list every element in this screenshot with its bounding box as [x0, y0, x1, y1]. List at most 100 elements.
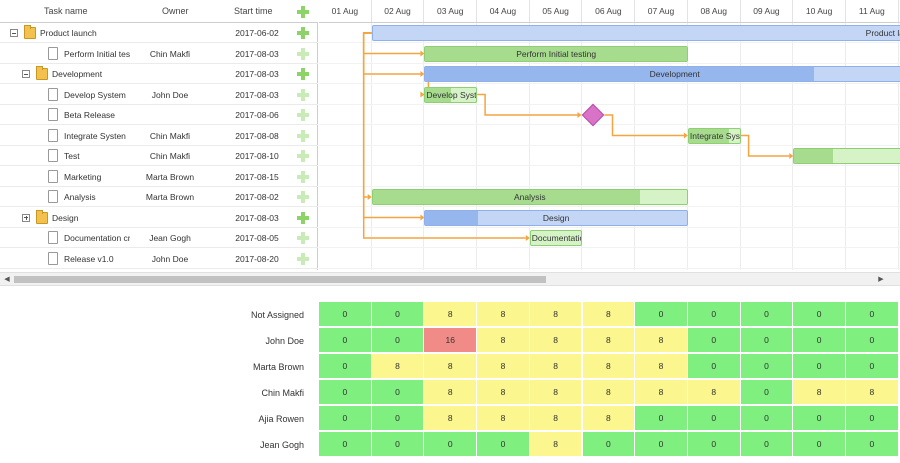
task-start-time: 2017-08-06 — [235, 110, 279, 120]
column-header-start-time[interactable]: Start time — [234, 6, 273, 16]
task-bar[interactable]: Product launch — [371, 25, 900, 41]
resource-load-cell: 0 — [846, 302, 899, 326]
timeline-column — [741, 23, 794, 270]
resource-name: Not Assigned — [250, 310, 304, 320]
resource-load-cell: 8 — [635, 328, 688, 352]
task-owner — [135, 23, 205, 43]
task-progress — [688, 128, 730, 143]
task-bar[interactable]: Test — [793, 148, 900, 164]
add-subtask-icon[interactable] — [297, 232, 309, 244]
scroll-left-icon[interactable]: ◀ — [4, 276, 10, 283]
add-subtask-icon[interactable] — [297, 150, 309, 162]
add-subtask-icon[interactable] — [297, 27, 309, 39]
resource-load-cell: 0 — [793, 354, 846, 378]
add-subtask-icon[interactable] — [297, 170, 309, 183]
scroll-right-icon[interactable]: ▶ — [878, 276, 884, 283]
resource-load-cell: 0 — [319, 302, 372, 326]
resource-load-cell: 8 — [529, 432, 583, 456]
scrollbar-thumb[interactable] — [14, 276, 546, 283]
resource-load-cell: 0 — [319, 328, 372, 352]
add-subtask-icon[interactable] — [297, 129, 309, 142]
collapse-toggle-icon[interactable] — [10, 29, 18, 37]
task-name: Test — [64, 151, 80, 161]
task-start-time: 2017-08-20 — [235, 253, 279, 264]
timeline-column — [688, 23, 741, 270]
task-bar[interactable]: Development — [424, 66, 900, 82]
timeline-row — [319, 208, 900, 228]
task-bar[interactable]: Documentation creation — [529, 230, 583, 246]
task-owner: Marta Brown — [145, 171, 195, 182]
task-bar-label: Develop System — [426, 89, 476, 100]
timeline-row — [319, 187, 900, 207]
add-task-icon[interactable] — [297, 6, 309, 18]
timeline-column — [846, 23, 899, 270]
resource-load-cell: 8 — [582, 328, 636, 352]
add-subtask-icon[interactable] — [297, 47, 309, 60]
column-header-task-name[interactable]: Task name — [44, 6, 88, 16]
add-subtask-icon[interactable] — [297, 191, 309, 203]
task-owner: John Doe — [151, 253, 189, 264]
add-subtask-icon[interactable] — [297, 252, 309, 265]
resource-load-cell: 0 — [740, 302, 794, 326]
resource-load-cell: 0 — [687, 328, 741, 352]
task-bar[interactable]: Analysis — [371, 189, 688, 205]
expand-toggle-icon[interactable] — [22, 213, 30, 222]
task-bar-label: Design — [542, 212, 570, 223]
resource-load-cell: 8 — [371, 354, 425, 378]
task-owner: Chin Makfi — [149, 151, 191, 161]
document-icon — [48, 108, 58, 121]
add-subtask-icon[interactable] — [297, 68, 309, 80]
resource-load-cell: 8 — [477, 328, 530, 352]
task-bar[interactable]: Develop System — [424, 86, 478, 103]
task-bar[interactable]: Design — [424, 209, 688, 226]
resource-load-cell: 0 — [793, 328, 846, 352]
resource-load-cell: 0 — [635, 432, 688, 456]
timeline-column — [583, 23, 636, 270]
resource-load-cell: 0 — [635, 406, 688, 430]
task-bar-label: Documentation creation — [531, 233, 582, 243]
resource-name: Chin Makfi — [261, 388, 304, 398]
resource-load-cell: 8 — [529, 328, 583, 352]
add-subtask-icon[interactable] — [297, 88, 309, 101]
task-progress — [425, 67, 815, 81]
resource-load-cell: 0 — [371, 380, 425, 404]
task-bar[interactable]: Perform Initial testing — [424, 45, 688, 62]
resource-load-cell: 0 — [687, 354, 741, 378]
column-header-owner[interactable]: Owner — [162, 6, 189, 16]
resource-load-cell: 8 — [846, 380, 899, 404]
timeline-column — [635, 23, 688, 270]
resource-load-cell: 8 — [582, 380, 636, 404]
resource-load-cell: 8 — [529, 406, 583, 430]
horizontal-scrollbar[interactable]: ◀ ▶ — [0, 272, 900, 286]
document-icon — [48, 251, 58, 265]
task-start-time: 2017-08-03 — [235, 212, 279, 223]
task-progress — [425, 210, 478, 225]
add-subtask-icon[interactable] — [297, 109, 309, 121]
resource-load-cell: 0 — [635, 302, 688, 326]
resource-load-cell: 16 — [424, 328, 478, 352]
task-bar[interactable]: Integrate System — [687, 127, 741, 144]
document-icon — [48, 46, 58, 60]
resource-load-cell: 8 — [477, 302, 530, 326]
add-subtask-icon[interactable] — [297, 211, 309, 224]
collapse-toggle-icon[interactable] — [22, 70, 30, 78]
timeline-column — [793, 23, 846, 270]
document-icon — [48, 149, 58, 162]
